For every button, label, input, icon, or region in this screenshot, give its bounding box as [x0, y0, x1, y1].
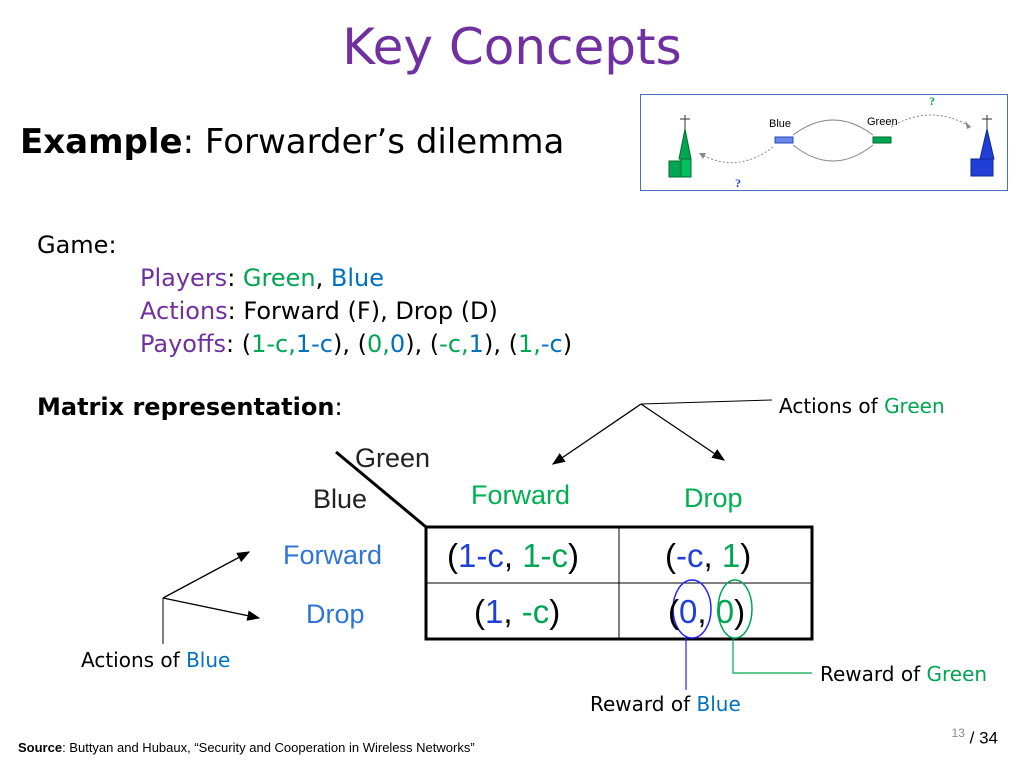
- cell-forward-forward: (1-c, 1-c): [447, 537, 580, 574]
- green-reward-circle: [717, 579, 753, 639]
- green-arrow-forward: [551, 403, 642, 465]
- cell-df-blue: 1: [485, 593, 504, 630]
- payoff-2-green: 0: [366, 330, 383, 358]
- figure-label-blue: Blue: [769, 118, 791, 130]
- cell-ff-green: 1-c: [522, 537, 569, 574]
- matrix-heading-bold: Matrix representation: [37, 393, 335, 421]
- cell-drop-drop: (0, 0): [668, 593, 746, 630]
- actions-label: Actions: [140, 297, 228, 325]
- blue-arrow-forward: [162, 551, 251, 599]
- actions-line: Actions: Forward (F), Drop (D): [37, 295, 572, 328]
- page-total: / 34: [969, 728, 998, 748]
- cell-df-green: -c: [521, 593, 550, 630]
- cell-fd-green: 1: [721, 537, 741, 574]
- players-label: Players: [140, 264, 228, 292]
- example-heading: Example: Forwarder’s dilemma: [20, 122, 564, 162]
- note-actions-green: Actions of Green: [779, 394, 945, 418]
- corner-diagonal: [335, 450, 427, 529]
- col-header-drop: Drop: [684, 483, 743, 513]
- cell-dd-blue: 0: [679, 593, 698, 630]
- row-header-drop: Drop: [306, 599, 365, 629]
- game-block: Game: Players: Green, Blue Actions: Forw…: [37, 229, 572, 361]
- payoffs-label: Payoffs: [140, 330, 227, 358]
- green-pointer-line: [640, 399, 773, 405]
- note-actions-green-prefix: Actions of: [779, 394, 885, 418]
- payoff-2-blue: 0: [389, 330, 406, 358]
- cell-forward-drop: (-c, 1): [665, 537, 752, 574]
- players-green: Green: [242, 264, 316, 292]
- cell-ff-blue: 1-c: [458, 537, 504, 574]
- game-heading: Game:: [37, 231, 117, 259]
- page-number: 13 / 34: [952, 726, 998, 749]
- row-header-forward: Forward: [283, 540, 383, 570]
- blue-tower-icon: [970, 115, 995, 177]
- page-current: 13: [951, 726, 965, 740]
- note-reward-blue-name: Blue: [696, 692, 741, 716]
- note-reward-blue: Reward of Blue: [590, 692, 741, 716]
- cell-dd-green: 0: [715, 593, 735, 630]
- corner-blue: Blue: [313, 484, 368, 514]
- green-tower-icon: [668, 115, 692, 178]
- figure-label-green: Green: [867, 116, 898, 128]
- example-text: : Forwarder’s dilemma: [182, 122, 565, 162]
- blue-node-icon: [774, 136, 794, 144]
- note-actions-blue-prefix: Actions of: [81, 648, 187, 672]
- blue-arrow-drop: [162, 597, 261, 621]
- payoff-4-green: 1: [517, 330, 534, 358]
- note-actions-green-name: Green: [884, 394, 945, 418]
- note-reward-green-name: Green: [926, 662, 988, 686]
- question-green: ?: [929, 95, 935, 108]
- green-reward-line: [732, 638, 812, 674]
- matrix-heading-colon: :: [334, 393, 343, 421]
- example-bold: Example: [20, 122, 183, 162]
- actions-value: : Forward (F), Drop (D): [227, 297, 498, 325]
- note-reward-green: Reward of Green: [820, 662, 987, 686]
- payoff-1-green: 1-c: [251, 330, 289, 358]
- payoffs-line: Payoffs: (1-c,1-c), (0,0), (-c,1), (1,-c…: [140, 330, 573, 358]
- payoff-3-blue: 1: [468, 330, 484, 358]
- source-text: : Buttyan and Hubaux, “Security and Coop…: [62, 740, 475, 755]
- network-diagram: Blue Green ? ?: [668, 94, 995, 190]
- blue-reward-circle: [672, 579, 712, 639]
- payoff-3-green: -c: [439, 330, 462, 358]
- note-actions-blue: Actions of Blue: [81, 648, 230, 672]
- players-blue: Blue: [330, 264, 384, 292]
- green-node-icon: [872, 136, 892, 144]
- question-blue: ?: [735, 176, 741, 190]
- cell-fd-blue: -c: [676, 537, 704, 574]
- note-reward-green-prefix: Reward of: [820, 662, 927, 686]
- source-label: Source: [18, 740, 63, 755]
- payoff-4-blue: -c: [540, 330, 563, 358]
- payoff-1-blue: 1-c: [295, 330, 333, 358]
- note-actions-blue-name: Blue: [186, 648, 231, 672]
- forwarder-figure: Blue Green ? ?: [640, 94, 1008, 191]
- page-title: Key Concepts: [342, 18, 682, 76]
- cell-drop-forward: (1, -c): [474, 593, 561, 630]
- matrix-heading: Matrix representation:: [37, 393, 343, 421]
- source-footer: Source: Buttyan and Hubaux, “Security an…: [18, 740, 475, 755]
- green-arrow-drop: [640, 403, 726, 461]
- col-header-forward: Forward: [471, 480, 571, 510]
- note-reward-blue-prefix: Reward of: [590, 692, 697, 716]
- corner-green: Green: [355, 443, 431, 473]
- players-line: Players: Green, Blue: [140, 264, 384, 292]
